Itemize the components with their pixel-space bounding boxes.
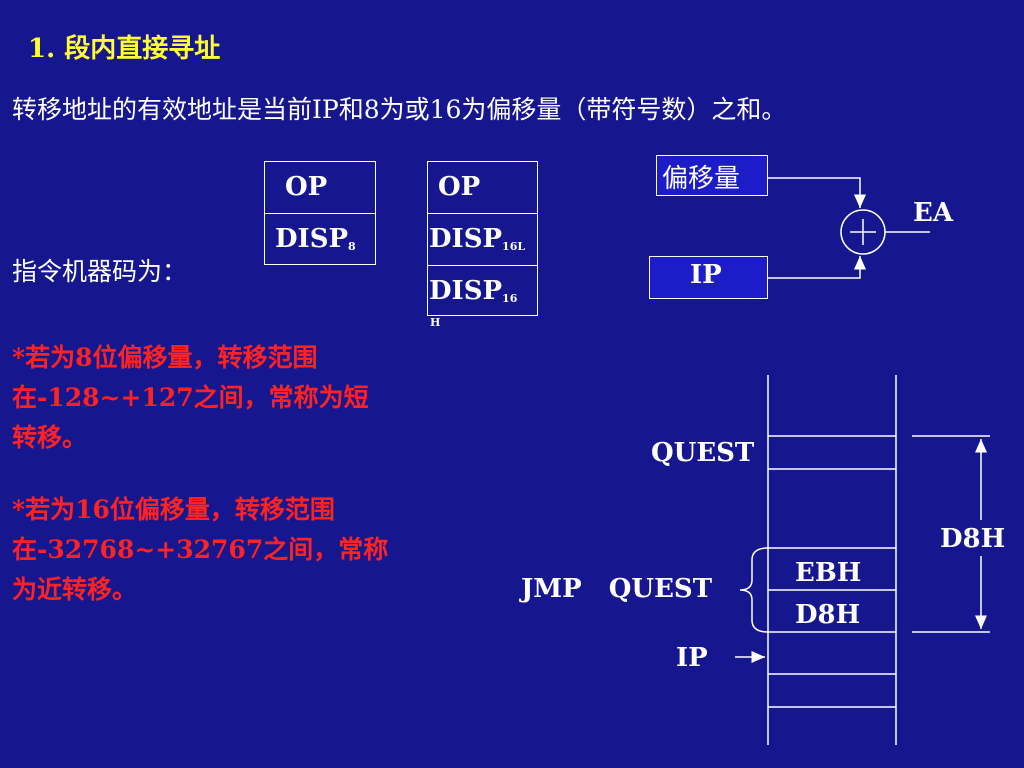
format16-disp-low-text: DISP: [429, 224, 503, 254]
format8-disp: DISP8: [275, 224, 356, 254]
quest-label: QUEST: [651, 438, 755, 468]
memory-ip-label: IP: [676, 643, 708, 673]
format8-disp-sub: 8: [348, 240, 356, 253]
distance-label: D8H: [940, 524, 1006, 554]
offset-label: 偏移量: [662, 164, 741, 194]
format8-disp-text: DISP: [275, 224, 349, 254]
distance-arrows: [912, 435, 990, 633]
memory-cell-d8h: D8H: [795, 600, 861, 630]
ea-label: EA: [913, 198, 953, 228]
adder-circle: [840, 209, 886, 255]
format16-op: OP: [438, 172, 481, 202]
format16-box: [427, 161, 538, 316]
format8-box: [264, 161, 376, 265]
memory-cell-ebh: EBH: [795, 558, 862, 588]
format16-disp-high-sub2: H: [430, 316, 441, 329]
ea-connectors: [768, 177, 930, 279]
offset-box: [656, 155, 768, 196]
jmp-instruction: JMP QUEST: [521, 574, 713, 604]
ip-box-label: IP: [690, 260, 722, 290]
format8-op: OP: [285, 172, 328, 202]
format16-disp-high-sub: 16: [502, 292, 518, 305]
note-short-jump: *若为8位偏移量，转移范围在-128~+127之间，常称为短转移。: [12, 343, 369, 452]
ip-box: [649, 256, 768, 299]
intro-text: 转移地址的有效地址是当前IP和8为或16为偏移量（带符号数）之和。: [12, 95, 787, 124]
format16-disp-high-text: DISP: [429, 276, 503, 306]
machine-code-label: 指令机器码为：: [12, 257, 188, 286]
format16-disp-high: DISP16: [429, 276, 517, 306]
page-title: 1. 段内直接寻址: [28, 34, 221, 64]
memory-column: [767, 375, 897, 745]
format16-disp-low-sub: 16L: [502, 240, 526, 253]
jmp-brace: [739, 547, 769, 633]
format16-disp-low: DISP16L: [429, 224, 525, 254]
note-near-jump: *若为16位偏移量，转移范围在-32768~+32767之间，常称为近转移。: [12, 495, 389, 604]
